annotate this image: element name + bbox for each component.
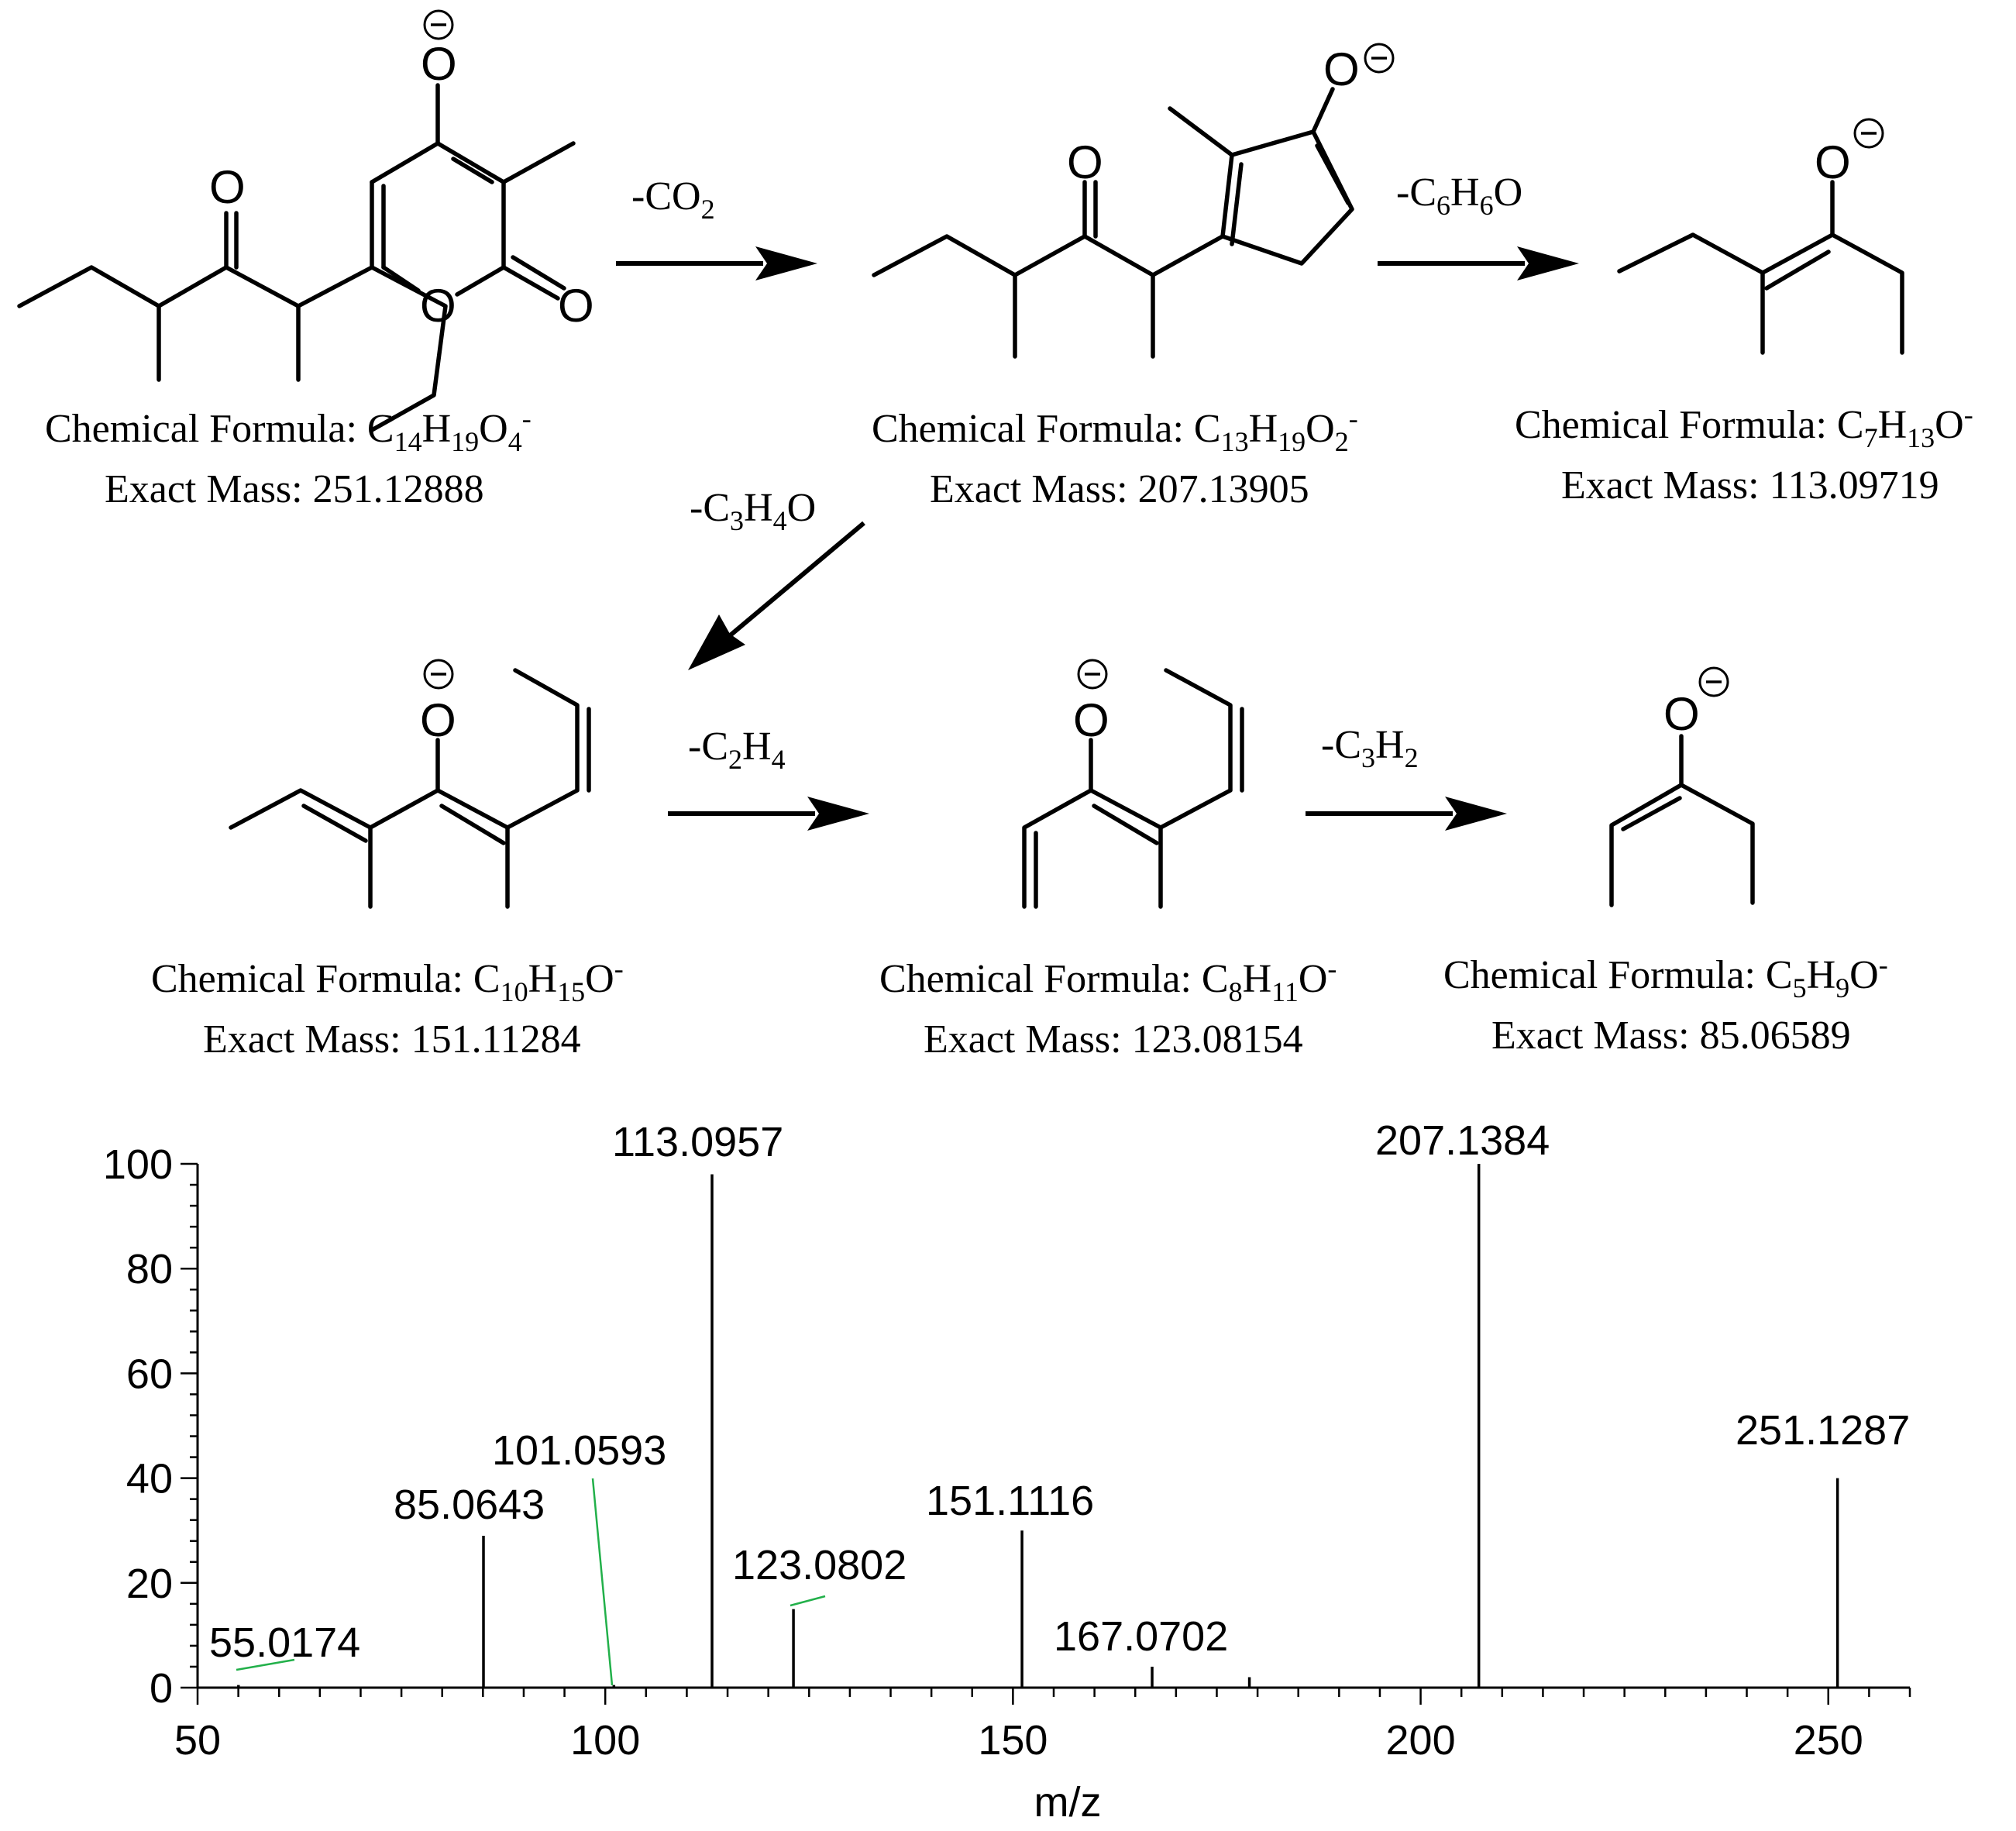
x-tick-label: 50 <box>174 1717 221 1764</box>
x-tick-label: 150 <box>978 1717 1048 1764</box>
loss-label-c3h2: -C3H2 <box>1321 723 1419 773</box>
atom-o-lactone-1: O <box>558 280 594 332</box>
peak-leader-line <box>236 1658 295 1671</box>
negative-charge-icon <box>1077 659 1108 690</box>
mass-label-5: Exact Mass: 123.08154 <box>924 1017 1303 1062</box>
chart-peaks: 55.0174 85.0643 101.0593 113.0957 123.0802 15… <box>209 1117 1910 1688</box>
formula-label-5: Chemical Formula: C8H11O- <box>879 953 1337 1007</box>
formula-label-6: Chemical Formula: C5H9O- <box>1443 949 1888 1003</box>
peak-label: 85.0643 <box>394 1482 545 1528</box>
x-tick-label: 100 <box>570 1717 640 1764</box>
y-tick-label: 100 <box>103 1141 173 1188</box>
mass-label-4: Exact Mass: 151.11284 <box>203 1017 581 1062</box>
atom-o-ring-1: O <box>420 280 456 332</box>
chart-axes: 0 20 40 60 80 100 50 100 150 200 250 <box>103 1141 1911 1764</box>
formula-label-4: Chemical Formula: C10H15O- <box>151 953 624 1007</box>
molecule-3-structure <box>1617 180 1904 355</box>
molecule-1-structure <box>17 83 576 432</box>
atom-o-carbonyl-2: O <box>1067 136 1103 188</box>
arrow-loss-c2h4 <box>668 797 869 831</box>
atom-o-anion-3: O <box>1815 136 1851 188</box>
x-axis-label: m/z <box>1034 1779 1102 1826</box>
y-tick-label: 20 <box>126 1561 173 1607</box>
loss-label-c2h4: -C2H4 <box>688 724 786 775</box>
peak-label: 251.1287 <box>1736 1407 1910 1454</box>
mass-label-3: Exact Mass: 113.09719 <box>1561 463 1939 508</box>
fragmentation-scheme: O O O O -CO2 O O -C6H6O O <box>17 9 1973 1062</box>
x-tick-label: 200 <box>1386 1717 1456 1764</box>
peak-leader-line <box>591 1478 614 1686</box>
mass-label-2: Exact Mass: 207.13905 <box>930 467 1309 511</box>
atom-o-carbonyl-1: O <box>209 161 246 213</box>
molecule-5-structure <box>1022 668 1244 909</box>
atom-o-anion-4: O <box>420 694 456 746</box>
negative-charge-icon <box>423 9 454 40</box>
molecule-4-structure <box>229 668 591 909</box>
loss-label-co2: -CO2 <box>631 174 715 225</box>
molecule-2-structure <box>872 87 1354 359</box>
peak-label: 101.0593 <box>492 1427 666 1474</box>
peak-label: 167.0702 <box>1054 1613 1228 1660</box>
loss-label-c3h4o: -C3H4O <box>690 486 816 536</box>
y-tick-label: 0 <box>150 1665 173 1712</box>
atom-o-anion-5: O <box>1073 694 1109 746</box>
peak-label: 207.1384 <box>1375 1117 1550 1164</box>
y-tick-label: 60 <box>126 1351 173 1397</box>
mass-label-1: Exact Mass: 251.12888 <box>105 467 484 511</box>
peak-label: 123.0802 <box>732 1542 907 1588</box>
mass-spectrum-chart: 0 20 40 60 80 100 50 100 150 200 250 55.0174 85.064… <box>103 1117 1911 1826</box>
formula-label-2: Chemical Formula: C13H19O2- <box>872 403 1358 457</box>
y-tick-label: 80 <box>126 1246 173 1292</box>
peak-label: 113.0957 <box>612 1119 783 1165</box>
atom-o-anion-2: O <box>1323 43 1360 95</box>
arrow-loss-c3h4o <box>688 521 865 670</box>
formula-label-3: Chemical Formula: C7H13O- <box>1515 399 1973 453</box>
mass-label-6: Exact Mass: 85.06589 <box>1491 1014 1851 1058</box>
arrow-loss-c6h6o <box>1378 246 1579 281</box>
atom-o-anion-6: O <box>1663 688 1700 740</box>
y-tick-label: 40 <box>126 1456 173 1502</box>
negative-charge-icon <box>1698 666 1729 697</box>
arrow-loss-co2 <box>616 246 817 281</box>
molecule-6-structure <box>1609 734 1755 907</box>
peak-label: 55.0174 <box>209 1619 360 1666</box>
negative-charge-icon <box>1364 43 1395 74</box>
negative-charge-icon <box>423 659 454 690</box>
peak-leader-line <box>790 1595 826 1607</box>
negative-charge-icon <box>1853 118 1884 149</box>
x-tick-label: 250 <box>1794 1717 1863 1764</box>
arrow-loss-c3h2 <box>1306 797 1507 831</box>
atom-o-anion-1: O <box>421 38 457 90</box>
peak-label: 151.1116 <box>926 1478 1094 1524</box>
loss-label-c6h6o: -C6H6O <box>1396 170 1522 221</box>
formula-label-1: Chemical Formula: C14H19O4- <box>45 403 532 457</box>
